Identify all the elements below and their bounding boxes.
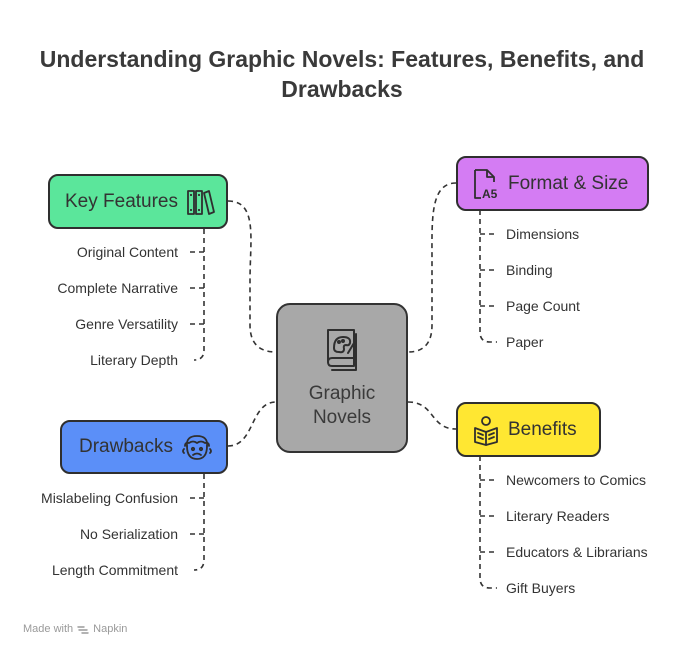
a5-document-icon: A5 [474,168,498,200]
list-item: Complete Narrative [57,280,178,296]
list-item: Mislabeling Confusion [41,490,178,506]
branch-key-features: Key Features [48,174,228,229]
list-item: Educators & Librarians [506,544,648,560]
page-title: Understanding Graphic Novels: Features, … [0,44,684,104]
list-item: Genre Versatility [75,316,178,332]
connector-benefits [407,401,457,430]
connector-key-features [227,200,277,353]
books-icon [187,189,215,215]
trunk-key-features [193,229,205,361]
branch-benefits-label: Benefits [508,418,577,440]
title-line-1: Understanding Graphic Novels: Features, … [39,46,645,72]
center-label-line-2: Novels [312,407,372,428]
svg-text:A5: A5 [482,187,498,200]
branch-benefits: Benefits [456,402,601,457]
list-item: Literary Depth [90,352,178,368]
branch-drawbacks: Drawbacks [60,420,228,474]
center-label-line-1: Graphic [308,383,376,404]
branch-key-features-label: Key Features [65,190,178,212]
napkin-logo-icon [77,625,89,634]
list-item: Newcomers to Comics [506,472,647,488]
list-item: Paper [506,334,544,350]
title-line-2: Drawbacks [281,76,403,102]
list-item: Literary Readers [506,508,610,524]
connector-drawbacks [227,401,277,447]
list-item: Binding [506,262,553,278]
branch-format-size-label: Format & Size [508,172,629,194]
list-item: Gift Buyers [506,580,576,596]
center-node-graphic-novels: Graphic Novels [276,303,408,453]
list-item: Page Count [506,298,580,314]
footer-prefix: Made with [23,623,74,635]
list-item: Original Content [76,244,178,260]
branch-drawbacks-label: Drawbacks [79,436,173,457]
made-with-napkin-footer: Made with Napkin [23,623,127,635]
list-item: No Serialization [79,526,178,542]
trunk-drawbacks [193,474,205,571]
worried-face-icon [182,435,212,460]
trunk-benefits [479,456,497,589]
trunk-format-size [479,210,497,343]
footer-brand: Napkin [93,623,128,635]
connector-format-size [407,182,457,353]
reader-book-icon [474,415,498,446]
list-item: Length Commitment [51,562,178,578]
list-item: Dimensions [506,226,580,242]
art-book-icon [327,329,357,371]
branch-format-size: A5 Format & Size [456,156,649,211]
